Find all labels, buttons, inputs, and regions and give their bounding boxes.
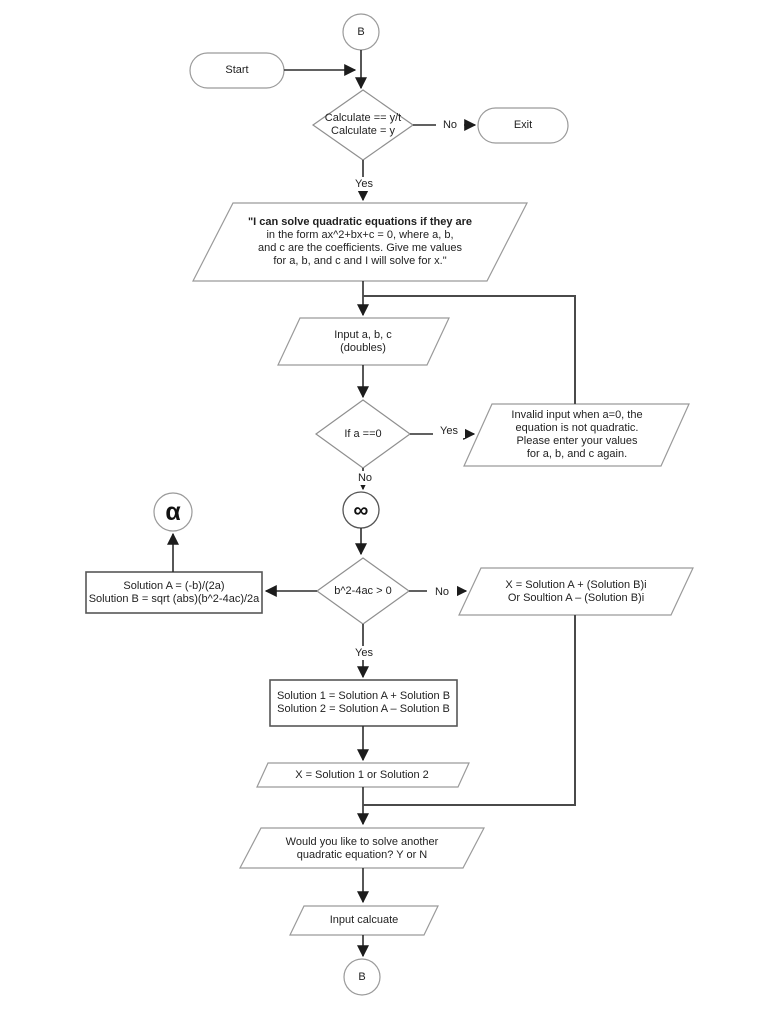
decision-discriminant-label: b^2-4ac > 0 bbox=[334, 584, 392, 597]
input-calculate-label: Input calcuate bbox=[329, 913, 399, 926]
connector-bottom-label: B bbox=[358, 970, 366, 983]
io-input-abc bbox=[277, 317, 450, 366]
input-abc-label: Input a, b, c (doubles) bbox=[334, 329, 392, 354]
start-label: Start bbox=[225, 64, 249, 76]
decision-a-zero-label: If a ==0 bbox=[344, 427, 382, 440]
edge-label-calculate-yes: Yes bbox=[348, 177, 380, 191]
terminator-connector-b-bottom bbox=[343, 958, 381, 996]
process-solutions-12 bbox=[269, 679, 458, 727]
io-complex-result bbox=[458, 567, 694, 616]
io-ask-another bbox=[239, 827, 485, 869]
invalid-input-label: Invalid input when a=0, the equation is … bbox=[511, 409, 643, 460]
edge-complex-to-ask-merge bbox=[363, 615, 576, 806]
edge-label-calculate-no: No bbox=[436, 118, 464, 132]
edge-label-discriminant-yes: Yes bbox=[348, 646, 380, 660]
solutions-ab-label: Solution A = (-b)/(2a) Solution B = sqrt… bbox=[88, 580, 260, 605]
io-invalid-input bbox=[463, 403, 690, 467]
edge-label-discriminant-no: No bbox=[427, 585, 457, 599]
edge-label-a-zero-no: No bbox=[350, 471, 380, 485]
solutions-12-label: Solution 1 = Solution A + Solution B Sol… bbox=[276, 690, 451, 715]
io-intro-message bbox=[192, 202, 528, 282]
connector-alpha bbox=[153, 492, 193, 532]
connector-top-label: B bbox=[357, 25, 365, 38]
ask-another-label: Would you like to solve another quadrati… bbox=[285, 836, 439, 861]
decision-calculate-label: Calculate == y/t Calculate = y bbox=[324, 112, 402, 137]
io-x-result bbox=[256, 762, 470, 788]
intro-message-label: "I can solve quadratic equations if they… bbox=[247, 216, 473, 267]
edge-label-a-zero-yes: Yes bbox=[433, 424, 465, 438]
complex-result-label: X = Solution A + (Solution B)i Or Soulti… bbox=[505, 579, 647, 604]
infinity-connector-label: ∞ bbox=[353, 498, 369, 522]
x-result-label: X = Solution 1 or Solution 2 bbox=[295, 768, 429, 781]
edge-invalid-feedback-to-input bbox=[363, 295, 576, 404]
io-input-calculate bbox=[289, 905, 439, 936]
terminator-exit bbox=[477, 107, 569, 144]
exit-label: Exit bbox=[513, 119, 533, 131]
alpha-connector-label: α bbox=[165, 497, 181, 526]
process-solutions-ab bbox=[85, 571, 263, 614]
